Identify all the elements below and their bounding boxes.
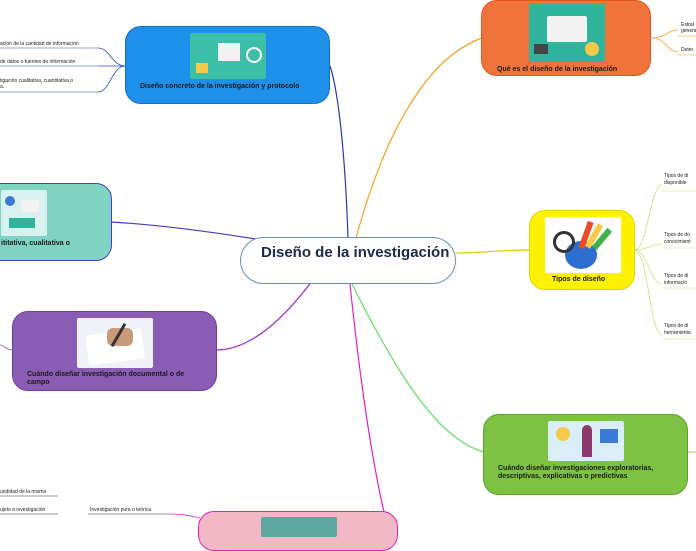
node-exploratorias-label: Cuándo diseñar investigaciones explorato… xyxy=(498,465,654,480)
node-documental-label: Cuándo diseñar investigación documental … xyxy=(27,371,185,386)
node-cuantitativa-label: ititativa, cualitativa o xyxy=(1,240,70,247)
leaf-diseno-2[interactable]: de datos o fuentes de información xyxy=(0,59,76,65)
leaf-diseno-4[interactable]: a. xyxy=(0,84,5,90)
node-tipos-label: Tipos de diseño xyxy=(552,276,606,283)
central-topic[interactable]: Diseño de la investigación xyxy=(240,237,456,284)
leaf-tipos-3[interactable]: Tipos de do xyxy=(664,232,690,238)
bottom-node-image xyxy=(261,517,337,537)
leaf-tipos-6[interactable]: informació xyxy=(664,280,688,286)
leaf-diseno-1[interactable]: ación de la cantidad de información xyxy=(0,41,79,47)
node-bottom[interactable] xyxy=(198,511,398,551)
link-diseno-concreto xyxy=(329,65,349,239)
leaf-bottom-3[interactable]: Investigación pura o teórica xyxy=(90,507,152,513)
leaf-tipos-1[interactable]: Tipos de di xyxy=(664,173,689,179)
node-diseno-concreto-label: Diseño concreto de la investigación y pr… xyxy=(140,83,300,90)
leaf-tipos-2[interactable]: disponible xyxy=(664,180,687,186)
computer-desk-image xyxy=(529,4,605,62)
link-bottom xyxy=(349,283,385,513)
link-exploratorias xyxy=(351,283,485,453)
node-exploratorias[interactable]: Cuándo diseñar investigaciones explorato… xyxy=(483,414,688,495)
leaf-que-es-2[interactable]: genera xyxy=(681,28,696,34)
charts-image xyxy=(1,190,47,236)
link-tipos xyxy=(455,249,531,254)
central-topic-title: Diseño de la investigación xyxy=(261,244,450,261)
leaf-tipos-7[interactable]: Tipos de di xyxy=(664,323,689,329)
node-que-es-label: Qué es el diseño de la investigación xyxy=(497,66,618,73)
leaf-bottom-2[interactable]: ujeto a investigación xyxy=(0,507,46,513)
workspace-image xyxy=(190,33,266,79)
leaf-tipos-5[interactable]: Tipos de di xyxy=(664,273,689,279)
leaf-bottom-1[interactable]: undidad de la misma xyxy=(0,489,47,495)
node-que-es[interactable]: Qué es el diseño de la investigación xyxy=(481,0,651,76)
node-tipos[interactable]: Tipos de diseño xyxy=(529,210,635,290)
teacher-presentation-image xyxy=(548,421,624,461)
node-cuantitativa[interactable]: ititativa, cualitativa o xyxy=(0,183,112,261)
leaf-diseno-3[interactable]: tigación cualitativa, cuantitativa o xyxy=(0,78,74,84)
leaf-tipos-8[interactable]: herramienta xyxy=(664,330,691,336)
leaf-que-es-3[interactable]: Deter xyxy=(681,47,694,53)
hand-writing-image xyxy=(77,318,153,368)
node-documental[interactable]: Cuándo diseñar investigación documental … xyxy=(12,311,217,391)
link-que-es xyxy=(355,37,483,239)
link-cuantitativa xyxy=(109,221,263,241)
leaf-que-es-1[interactable]: Estrat xyxy=(681,22,695,28)
leaf-tipos-4[interactable]: conocimient xyxy=(664,239,691,245)
node-diseno-concreto[interactable]: Diseño concreto de la investigación y pr… xyxy=(125,26,330,104)
globe-pencils-image xyxy=(545,217,621,273)
